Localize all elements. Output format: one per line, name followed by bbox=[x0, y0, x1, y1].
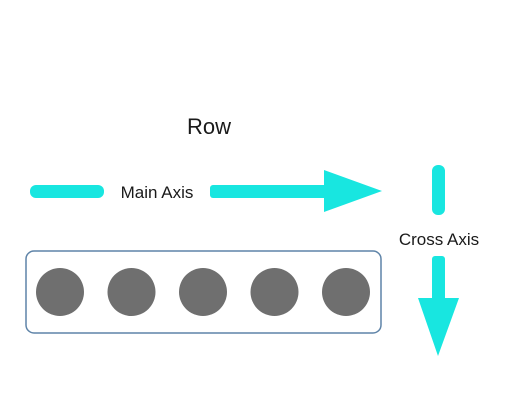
row-item bbox=[179, 268, 227, 316]
main-axis-shaft-right bbox=[210, 185, 328, 198]
row-container bbox=[25, 250, 382, 334]
main-axis-arrowhead bbox=[324, 170, 382, 212]
cross-axis-shaft-bottom bbox=[432, 256, 445, 304]
row-item bbox=[322, 268, 370, 316]
cross-axis-shaft-top bbox=[432, 165, 445, 215]
cross-axis-label: Cross Axis bbox=[399, 230, 479, 249]
row-item bbox=[107, 268, 156, 316]
main-axis-shaft-left bbox=[30, 185, 104, 198]
row-item bbox=[36, 268, 84, 316]
row-item bbox=[250, 268, 299, 316]
cross-axis-arrowhead bbox=[418, 298, 459, 356]
cross-axis-arrow bbox=[418, 165, 459, 356]
row-items bbox=[36, 268, 370, 316]
main-axis-label: Main Axis bbox=[121, 183, 194, 202]
main-axis-arrow bbox=[30, 170, 382, 212]
diagram-title: Row bbox=[187, 114, 231, 139]
